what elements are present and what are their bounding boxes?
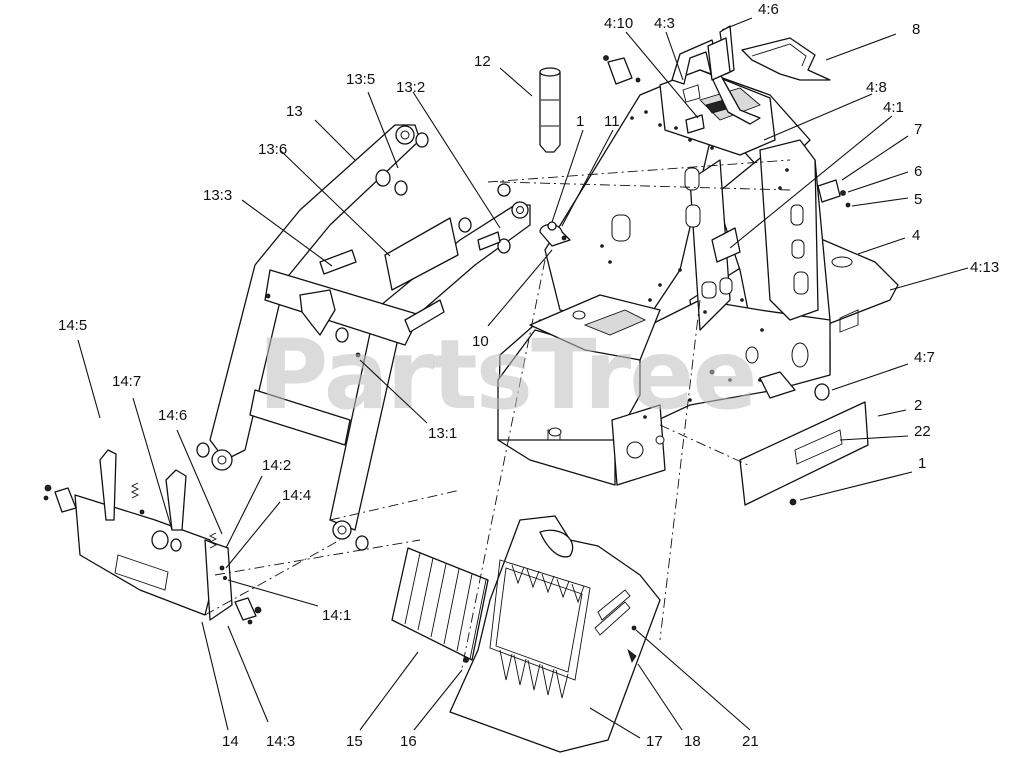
side-panel-part-2	[739, 401, 869, 506]
grille-part-15	[391, 547, 489, 661]
callout-13: 13	[286, 103, 303, 120]
callout-14-5: 14:5	[58, 317, 87, 334]
callout-4: 4	[912, 227, 920, 244]
callout-2: 2	[914, 397, 922, 414]
callout-13-3: 13:3	[203, 187, 232, 204]
fastener-parts-18-21	[627, 625, 637, 663]
grip-part-12	[539, 67, 561, 153]
watermark: PartsTree	[258, 319, 755, 431]
callout-15: 15	[346, 733, 363, 750]
callout-12: 12	[474, 53, 491, 70]
callout-4-6: 4:6	[758, 1, 779, 18]
callout-14-1: 14:1	[322, 607, 351, 624]
callout-13-2: 13:2	[396, 79, 425, 96]
callout-11: 11	[604, 113, 620, 130]
callout-7: 7	[914, 121, 922, 138]
cage-part-16	[463, 559, 591, 699]
callout-5: 5	[914, 191, 922, 208]
callout-17: 17	[646, 733, 663, 750]
callout-labels: 4:6 4:10 4:3 8 12 13:5 13:2 13 13:6 13:3…	[58, 1, 999, 750]
callout-4-8: 4:8	[866, 79, 887, 96]
callout-13-1: 13:1	[428, 425, 457, 442]
callout-10: 10	[472, 333, 489, 350]
callout-4-10: 4:10	[604, 15, 633, 32]
main-frame-part-4	[497, 69, 899, 486]
callout-14: 14	[222, 733, 239, 750]
callout-4-7: 4:7	[914, 349, 935, 366]
bushing-part-4-7	[814, 383, 830, 401]
pin-parts-5-6-7	[603, 55, 851, 208]
callout-14-7: 14:7	[112, 373, 141, 390]
callout-13-6: 13:6	[258, 141, 287, 158]
leader-lines	[77, 17, 969, 739]
cover-part-17	[449, 515, 661, 753]
callout-14-3: 14:3	[266, 733, 295, 750]
callout-1-right: 1	[918, 455, 926, 472]
callout-4-13: 4:13	[970, 259, 999, 276]
callout-13-5: 13:5	[346, 71, 375, 88]
callout-14-6: 14:6	[158, 407, 187, 424]
lift-arm-part-13	[196, 124, 531, 551]
assembly-centerlines	[204, 159, 791, 669]
callout-6: 6	[914, 163, 922, 180]
callout-18: 18	[684, 733, 701, 750]
callout-14-2: 14:2	[262, 457, 291, 474]
callout-14-4: 14:4	[282, 487, 311, 504]
bracket-part-10	[539, 221, 571, 247]
callout-4-3: 4:3	[654, 15, 675, 32]
plate-part-8	[741, 37, 831, 81]
callout-21: 21	[742, 733, 759, 750]
handle-part-4-6	[671, 25, 761, 125]
callout-22: 22	[914, 423, 931, 440]
callout-8: 8	[912, 21, 920, 38]
callout-16: 16	[400, 733, 417, 750]
callout-1-top: 1	[576, 113, 584, 130]
callout-4-1: 4:1	[883, 99, 904, 116]
front-panel-part-14	[43, 449, 262, 625]
